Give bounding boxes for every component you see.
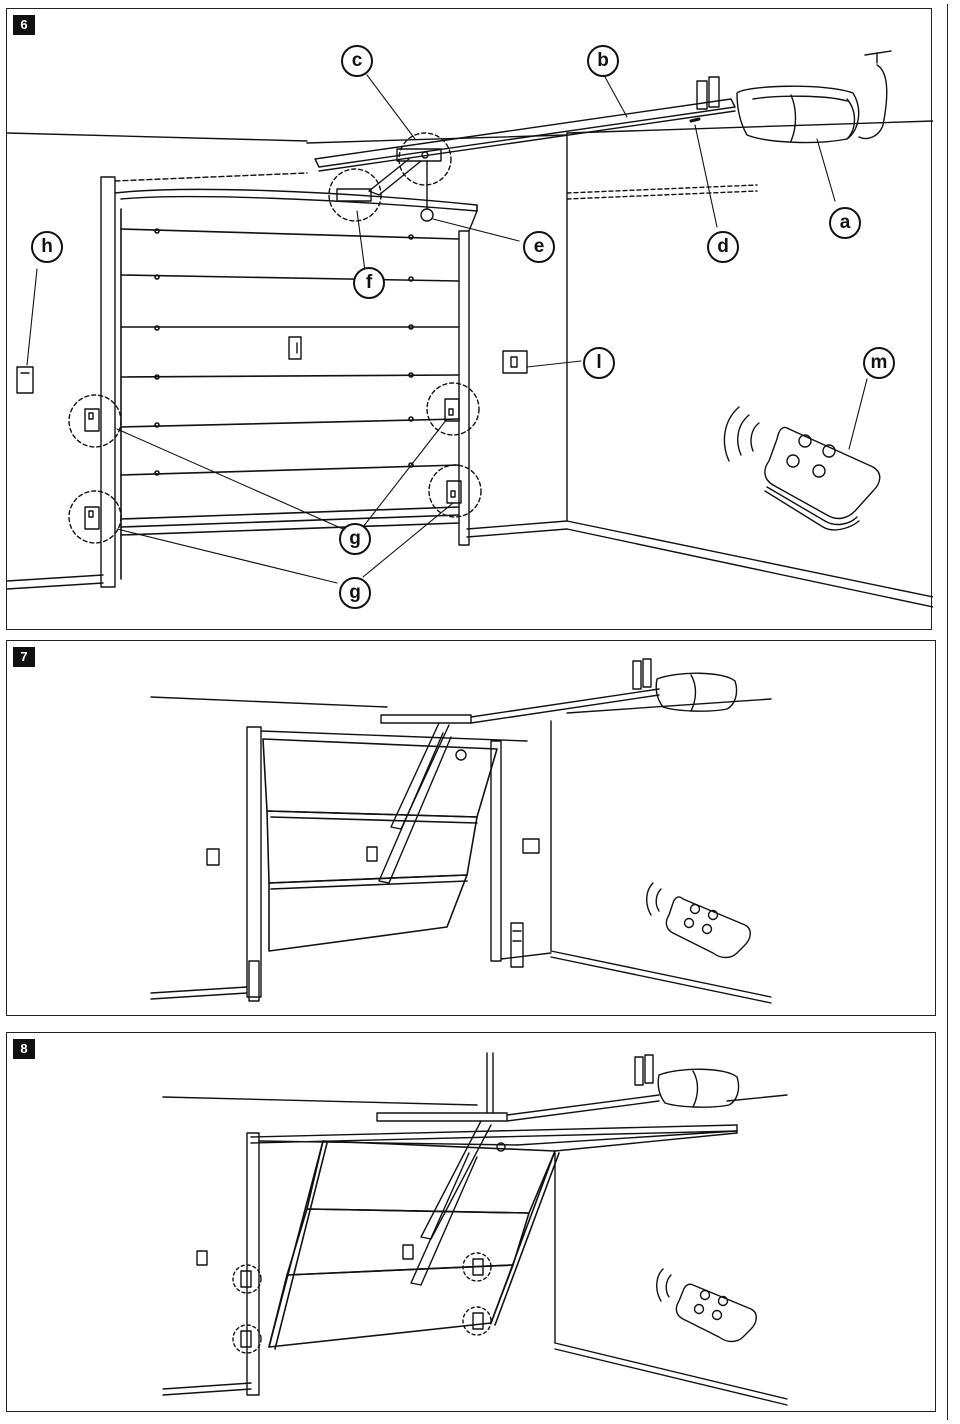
callout-g-lower: g [339,577,371,609]
door-arm-icon [378,658,660,884]
door-arm-icon [376,1054,660,1286]
page-edge-line [946,4,948,1420]
figure-number: 7 [13,647,35,667]
callout-h: h [31,231,63,263]
figure-6-panel: 6 [6,8,933,630]
callout-f: f [353,267,385,299]
callout-e: e [523,231,555,263]
detail-circles [232,1252,492,1354]
remote-control-icon [723,406,881,531]
flashing-light-icon [196,1250,208,1266]
door-frame [246,1132,518,1396]
leader-lines [26,74,868,584]
rail-icon [314,76,736,172]
callout-c: c [341,45,373,77]
door-arm-icon [336,148,442,222]
gearmotor-icon [655,672,738,712]
figure-number: 8 [13,1039,35,1059]
key-switch-icon [522,838,540,854]
figure-7-drawing [150,658,772,1004]
callout-m: m [863,347,895,379]
figure-8-drawing [162,1052,788,1406]
flashing-light-icon [16,366,34,394]
room-outline [150,696,772,1004]
photocell-icon [240,1258,484,1348]
door-frame [100,172,478,588]
door-frame [246,726,528,1002]
antenna-icon [858,50,892,140]
callout-d: d [707,231,739,263]
sectional-door [120,208,460,580]
flashing-light-icon [206,848,220,866]
tilted-door [262,738,498,952]
key-switch-icon [502,350,528,374]
figure-8-panel: 8 [6,1032,936,1412]
callout-b: b [587,45,619,77]
callout-l: l [583,347,615,379]
door-handle-icon [402,1244,414,1260]
figure-7-panel: 7 [6,640,936,1016]
room-outline [162,1094,788,1406]
gearmotor-icon [657,1068,740,1108]
remote-control-icon [646,882,751,959]
photocell-icon [510,922,524,968]
remote-control-icon [656,1268,757,1343]
callout-g-upper: g [339,523,371,555]
tilted-door [268,1140,560,1350]
room-outline [7,120,933,608]
door-handle-icon [288,336,302,360]
figure-6-drawing [7,50,933,608]
photocell-icon [84,398,462,530]
door-handle-icon [366,846,378,862]
gearmotor-icon [736,85,860,144]
detail-circles [68,132,482,544]
figure-number: 6 [13,15,35,35]
callout-a: a [829,207,861,239]
